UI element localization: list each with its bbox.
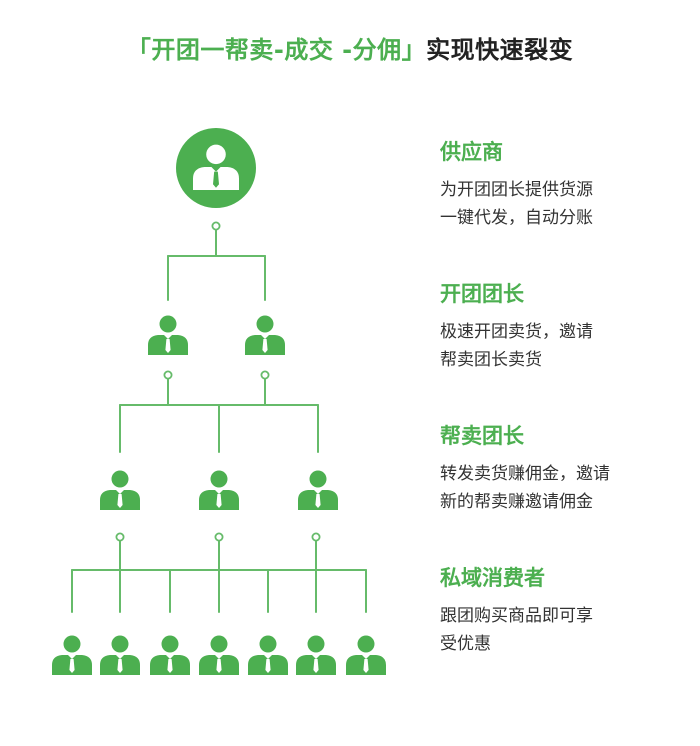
connector-knob [260,370,270,380]
connector-knob [115,532,125,542]
connector-knob [214,532,224,542]
person-icon [100,470,140,510]
role-name: 私域消费者 [440,566,545,590]
person-icon [248,635,288,675]
role-desc-line: 为开团团长提供货源 [440,180,593,200]
person-icon-collar [211,167,221,172]
role-description: 跟团购买商品即可享 受优惠 [440,602,593,658]
person-icon [346,635,386,675]
role-desc-line: 新的帮卖赚邀请佣金 [440,492,593,512]
connector-knob [163,370,173,380]
person-icon [245,315,285,355]
tree-nodes [52,128,386,675]
person-icon [193,144,239,190]
role-helper-leader: 帮卖团长 转发卖货赚佣金，邀请 新的帮卖赚邀请佣金 [440,422,610,516]
person-icon [52,635,92,675]
role-desc-line: 极速开团卖货，邀请 [440,322,593,342]
person-icon-head [206,144,226,165]
person-icon [298,470,338,510]
role-description: 转发卖货赚佣金，邀请 新的帮卖赚邀请佣金 [440,460,610,516]
role-desc-line: 帮卖团长卖货 [440,350,542,370]
role-consumer: 私域消费者 跟团购买商品即可享 受优惠 [440,564,593,658]
role-name: 帮卖团长 [440,424,524,448]
person-icon [296,635,336,675]
role-desc-line: 受优惠 [440,634,491,654]
role-desc-line: 跟团购买商品即可享 [440,606,593,626]
person-icon [148,315,188,355]
role-description: 极速开团卖货，邀请 帮卖团长卖货 [440,318,593,374]
tree-connectors [71,228,367,613]
role-supplier: 供应商 为开团团长提供货源 一键代发，自动分账 [440,138,593,232]
role-desc-line: 转发卖货赚佣金，邀请 [440,464,610,484]
role-name: 供应商 [440,140,503,164]
role-description: 为开团团长提供货源 一键代发，自动分账 [440,176,593,232]
role-name: 开团团长 [440,282,524,306]
person-icon [199,635,239,675]
person-icon [100,635,140,675]
title-highlight: 「开团一帮卖-成交 -分佣」 [126,36,427,64]
role-desc-line: 一键代发，自动分账 [440,208,593,228]
role-group-leader: 开团团长 极速开团卖货，邀请 帮卖团长卖货 [440,280,593,374]
hierarchy-tree [52,128,386,675]
title-rest: 实现快速裂变 [426,36,574,64]
person-icon-tie [213,171,219,188]
person-icon [150,635,190,675]
page-title: 「开团一帮卖-成交 -分佣」实现快速裂变 [0,30,700,65]
connector-knob [211,221,221,231]
connector-knob [311,532,321,542]
person-icon [199,470,239,510]
